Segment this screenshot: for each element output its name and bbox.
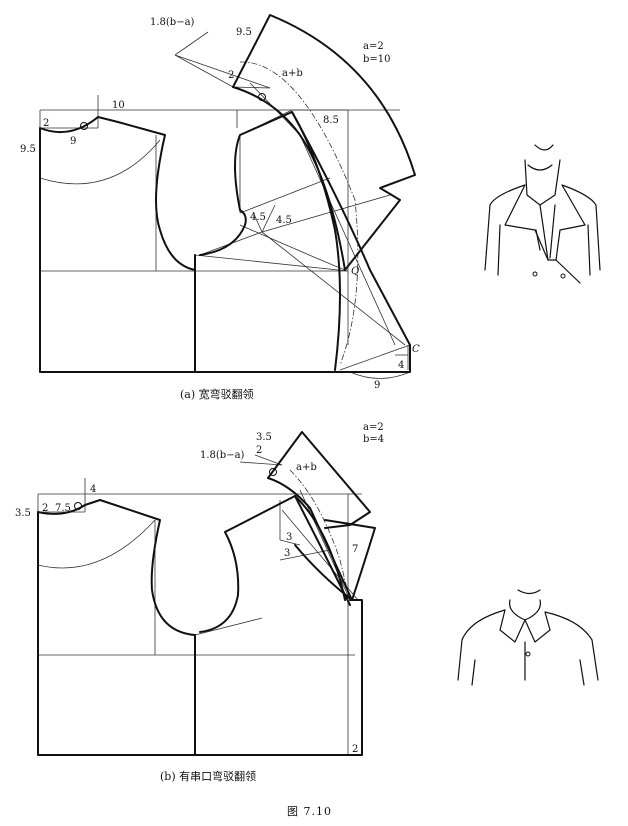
a-point-q: Q — [351, 266, 359, 277]
diagram-b-bodice-outline — [37, 431, 376, 756]
b-label-3-upper: 3 — [286, 532, 292, 543]
b-caption: (b) 有串口弯驳翻领 — [160, 769, 256, 783]
a-label-a-plus-b: a+b — [282, 68, 303, 79]
diagram-a-guide-lines — [39, 31, 411, 379]
a-label-9-bottom: 9 — [374, 380, 380, 391]
a-label-ab-top: 1.8(b−a) — [150, 17, 195, 28]
b-param-b: b=4 — [363, 434, 384, 445]
b-label-4-neck: 4 — [90, 484, 96, 495]
a-neck-point-marker — [80, 122, 88, 130]
diagram-b: a=2 b=4 3.5 1.8(b−a) 2 a+b 4 3.5 2 7.5 3… — [15, 422, 384, 783]
a-label-9: 9 — [70, 136, 76, 147]
diagram-a-bodice-outline — [39, 14, 416, 373]
b-label-2-collar: 2 — [256, 445, 262, 456]
b-label-2-bottom: 2 — [352, 744, 358, 755]
a-label-4-5-right: 4.5 — [276, 215, 292, 226]
a-param-b: b=10 — [363, 54, 391, 65]
diagram-b-jacket-sketch — [457, 589, 599, 686]
b-label-3-5-left: 3.5 — [15, 508, 31, 519]
b-label-a-plus-b: a+b — [296, 462, 317, 473]
diagram-a-jacket-sketch — [484, 144, 601, 284]
a-label-9-5-left: 9.5 — [20, 144, 36, 155]
diagram-a: 1.8(b−a) 9.5 2 a+b a=2 b=10 10 2 9.5 9 8… — [20, 14, 420, 401]
a-caption: (a) 宽弯驳翻领 — [180, 387, 254, 401]
diagram-a-labels: 1.8(b−a) 9.5 2 a+b a=2 b=10 10 2 9.5 9 8… — [20, 17, 420, 391]
b-collar-point-marker — [269, 468, 277, 476]
a-label-8-5: 8.5 — [323, 115, 339, 126]
a-label-4-5-left: 4.5 — [250, 212, 266, 223]
figure-number: 图 7.10 — [287, 805, 332, 818]
a-param-a: a=2 — [363, 41, 384, 52]
a-label-2-neck: 2 — [43, 118, 49, 129]
a-label-10: 10 — [112, 100, 125, 111]
b-neck-point-marker — [74, 502, 82, 510]
a-label-2-collar: 2 — [228, 70, 234, 81]
b-label-3-lower: 3 — [284, 548, 290, 559]
b-label-3-5-top: 3.5 — [256, 432, 272, 443]
b-param-a: a=2 — [363, 422, 384, 433]
a-point-c: C — [412, 344, 420, 355]
a-label-4: 4 — [398, 360, 404, 371]
b-label-2-neck: 2 — [42, 503, 48, 514]
a-collar-point-marker — [258, 93, 266, 101]
diagram-b-labels: a=2 b=4 3.5 1.8(b−a) 2 a+b 4 3.5 2 7.5 3… — [15, 422, 384, 755]
b-label-ab-top: 1.8(b−a) — [200, 450, 245, 461]
b-label-7-5: 7.5 — [55, 503, 71, 514]
diagram-b-guide-lines — [37, 454, 362, 755]
a-label-9-5-top: 9.5 — [236, 27, 252, 38]
b-label-7: 7 — [352, 544, 358, 555]
